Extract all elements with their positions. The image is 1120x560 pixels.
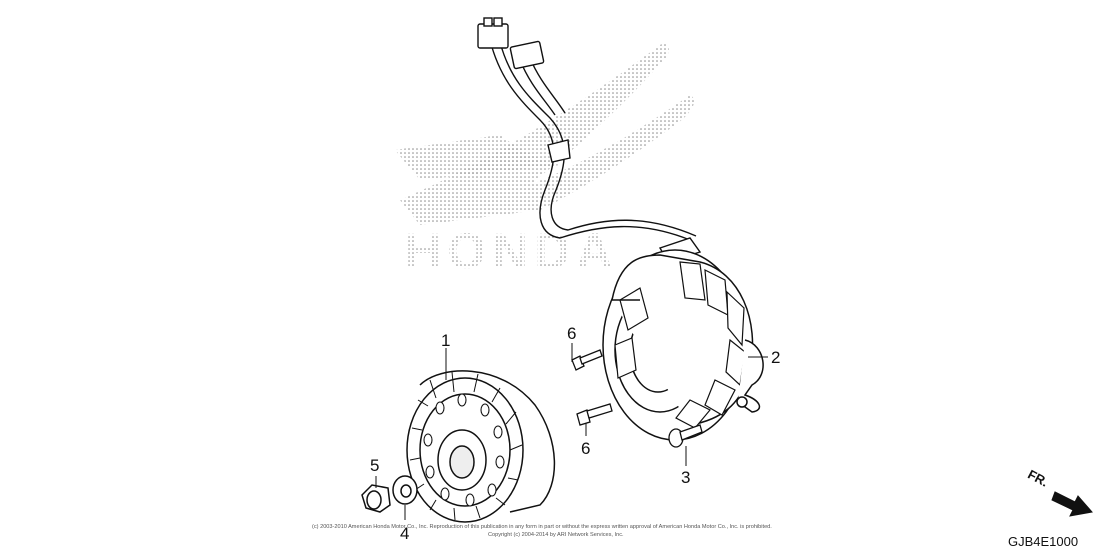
connector-right	[509, 40, 545, 70]
callout-5: 5	[370, 456, 379, 475]
diagram-code: GJB4E1000	[1008, 534, 1078, 549]
callout-4: 4	[400, 524, 409, 543]
callout-6-lower: 6	[581, 439, 590, 458]
bolt-upper	[571, 349, 603, 371]
flywheel-rotor	[406, 370, 556, 523]
front-label: FR.	[1025, 467, 1051, 490]
callout-2: 2	[771, 348, 780, 367]
callout-6-upper: 6	[567, 324, 576, 343]
front-arrow-icon	[1051, 491, 1093, 517]
callout-3: 3	[681, 468, 690, 487]
front-direction-indicator: FR.	[1025, 467, 1093, 517]
connector-left	[477, 23, 509, 49]
copyright-line-2: Copyright (c) 2004-2014 by ARI Network S…	[488, 532, 624, 538]
copyright-line-1: (c) 2003-2010 American Honda Motor Co., …	[312, 524, 772, 530]
bolt-lower	[576, 403, 613, 426]
leader-lines	[375, 343, 768, 520]
stator-assembly	[602, 249, 764, 441]
washer	[392, 475, 418, 505]
screw	[668, 424, 703, 448]
flange-nut	[361, 484, 391, 513]
callout-1: 1	[441, 331, 450, 350]
honda-wing-watermark: HONDA	[395, 43, 695, 279]
